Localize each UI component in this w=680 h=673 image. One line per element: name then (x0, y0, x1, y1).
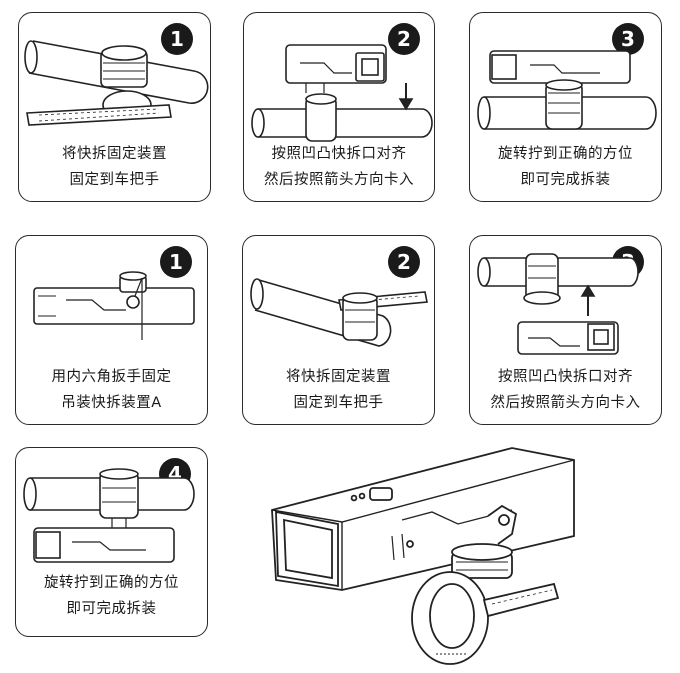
hex-wrench-mount-illustration (33, 271, 195, 340)
step-caption-line-2: 即可完成拆装 (520, 172, 611, 188)
handlebar-clamp-illustration (24, 40, 209, 126)
bike-light-product-illustration (271, 447, 575, 665)
step-number-badge: 2 (388, 246, 420, 278)
step-panel-r3-4: 4 旋转拧到正确的方位 即可完成拆装 (15, 447, 208, 637)
handlebar-clamp-illustration (250, 278, 428, 347)
step-caption-line-1: 将快拆固定装置 (286, 369, 391, 385)
step-panel-r2-2: 2 将快拆固定装置 固定到车把手 (242, 235, 435, 425)
rotate-to-position-illustration (23, 468, 195, 563)
step-caption-line-2: 固定到车把手 (293, 395, 384, 411)
step-caption-line-2: 即可完成拆装 (66, 601, 157, 617)
step-caption-line-2: 然后按照箭头方向卡入 (490, 395, 641, 411)
light-alignment-illustration (477, 253, 639, 355)
step-number-badge: 2 (388, 23, 420, 55)
step-caption-line-2: 然后按照箭头方向卡入 (264, 172, 414, 188)
step-caption-line-1: 用内六角扳手固定 (51, 369, 172, 385)
step-panel-r2-1: 1 用内六角扳手固定 吊装快拆装置A (15, 235, 208, 425)
step-number-badge: 1 (161, 23, 193, 55)
step-caption-line-2: 固定到车把手 (69, 172, 160, 188)
rotate-to-position-illustration (477, 50, 657, 130)
step-caption-line-1: 按照凹凸快拆口对齐 (271, 146, 407, 162)
step-number-badge: 3 (612, 23, 644, 55)
step-panel-r1-3: 3 旋转拧到正确的方位 即可完成拆装 (469, 12, 662, 202)
light-alignment-illustration (251, 44, 433, 142)
step-caption-line-1: 按照凹凸快拆口对齐 (498, 369, 633, 385)
step-caption-line-1: 将快拆固定装置 (62, 146, 167, 162)
step-caption-line-1: 旋转拧到正确的方位 (498, 146, 633, 162)
step-panel-r2-3: 3 按照凹凸快拆口对齐 然后按照箭头方向卡入 (469, 235, 662, 425)
step-panel-r1-1: 1 将快拆固定装置 固定到车把手 (18, 12, 211, 202)
step-caption-line-2: 吊装快拆装置A (61, 395, 162, 411)
step-caption-line-1: 旋转拧到正确的方位 (44, 575, 179, 591)
step-panel-r1-2: 2 按照凹凸快拆口对齐 然后按照箭头方向卡入 (243, 12, 435, 202)
step-number-badge: 1 (160, 246, 192, 278)
